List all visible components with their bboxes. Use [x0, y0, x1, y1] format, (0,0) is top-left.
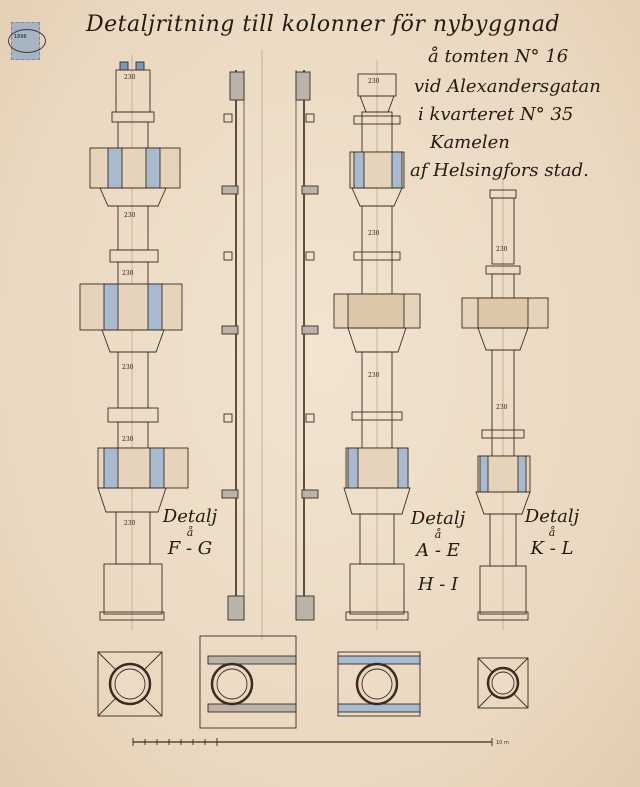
- title-line-6: af Helsingfors stad.: [410, 160, 589, 181]
- detail-kl-word: Detalj: [524, 506, 580, 527]
- dim-4: 230: [122, 364, 134, 371]
- title-line-4: i kvarteret N° 35: [418, 104, 574, 125]
- column-fg-elevation: [79, 55, 189, 630]
- dim-2: 230: [124, 212, 136, 219]
- column-section-right: [295, 70, 319, 621]
- detail-label-kl: Detalj å K - L: [522, 506, 582, 560]
- dim-9: 230: [368, 372, 380, 379]
- plan-view-kl: [477, 657, 529, 709]
- detail-fg-text: F - G: [167, 538, 213, 559]
- detail-label-ae: Detalj å A - E H - I: [406, 508, 470, 596]
- dim-10: 230: [496, 246, 508, 253]
- title-line-5: Kamelen: [430, 132, 510, 153]
- scale-bar: [132, 738, 493, 746]
- dim-11: 230: [496, 404, 508, 411]
- scale-unit: 10 m: [496, 740, 509, 746]
- detail-fg-conj: å: [186, 526, 194, 539]
- column-section-left: [221, 50, 263, 640]
- detail-kl-text: K - L: [530, 538, 574, 559]
- stamp-text: 1896: [14, 34, 27, 40]
- detail-ae-conj: å: [434, 528, 442, 541]
- dim-3: 230: [122, 270, 134, 277]
- detail-kl-conj: å: [548, 526, 556, 539]
- column-ae-elevation: [333, 60, 421, 630]
- dim-7: 230: [368, 78, 380, 85]
- dim-6: 230: [124, 520, 136, 527]
- postmark: [8, 29, 46, 53]
- detail-ae-word: Detalj: [410, 508, 466, 529]
- dim-1: 230: [124, 74, 136, 81]
- detail-ae-text: A - E: [416, 540, 460, 561]
- title-line-2: å tomten N° 16: [428, 46, 569, 67]
- detail-label-fg: Detalj å F - G: [160, 506, 220, 560]
- detail-ae-text2: H - I: [417, 574, 459, 595]
- dim-8: 230: [368, 230, 380, 237]
- plan-view-ae: [337, 651, 421, 717]
- postage-stamp: 1896: [8, 22, 46, 60]
- title-line-1: Detaljritning till kolonner för nybyggna…: [86, 12, 561, 37]
- dim-5: 230: [122, 436, 134, 443]
- plan-view-section: [199, 635, 297, 729]
- title-line-3: vid Alexandersgatan: [414, 76, 601, 97]
- column-kl-elevation: [461, 180, 549, 630]
- detail-fg-word: Detalj: [162, 506, 218, 527]
- plan-view-fg: [97, 651, 163, 717]
